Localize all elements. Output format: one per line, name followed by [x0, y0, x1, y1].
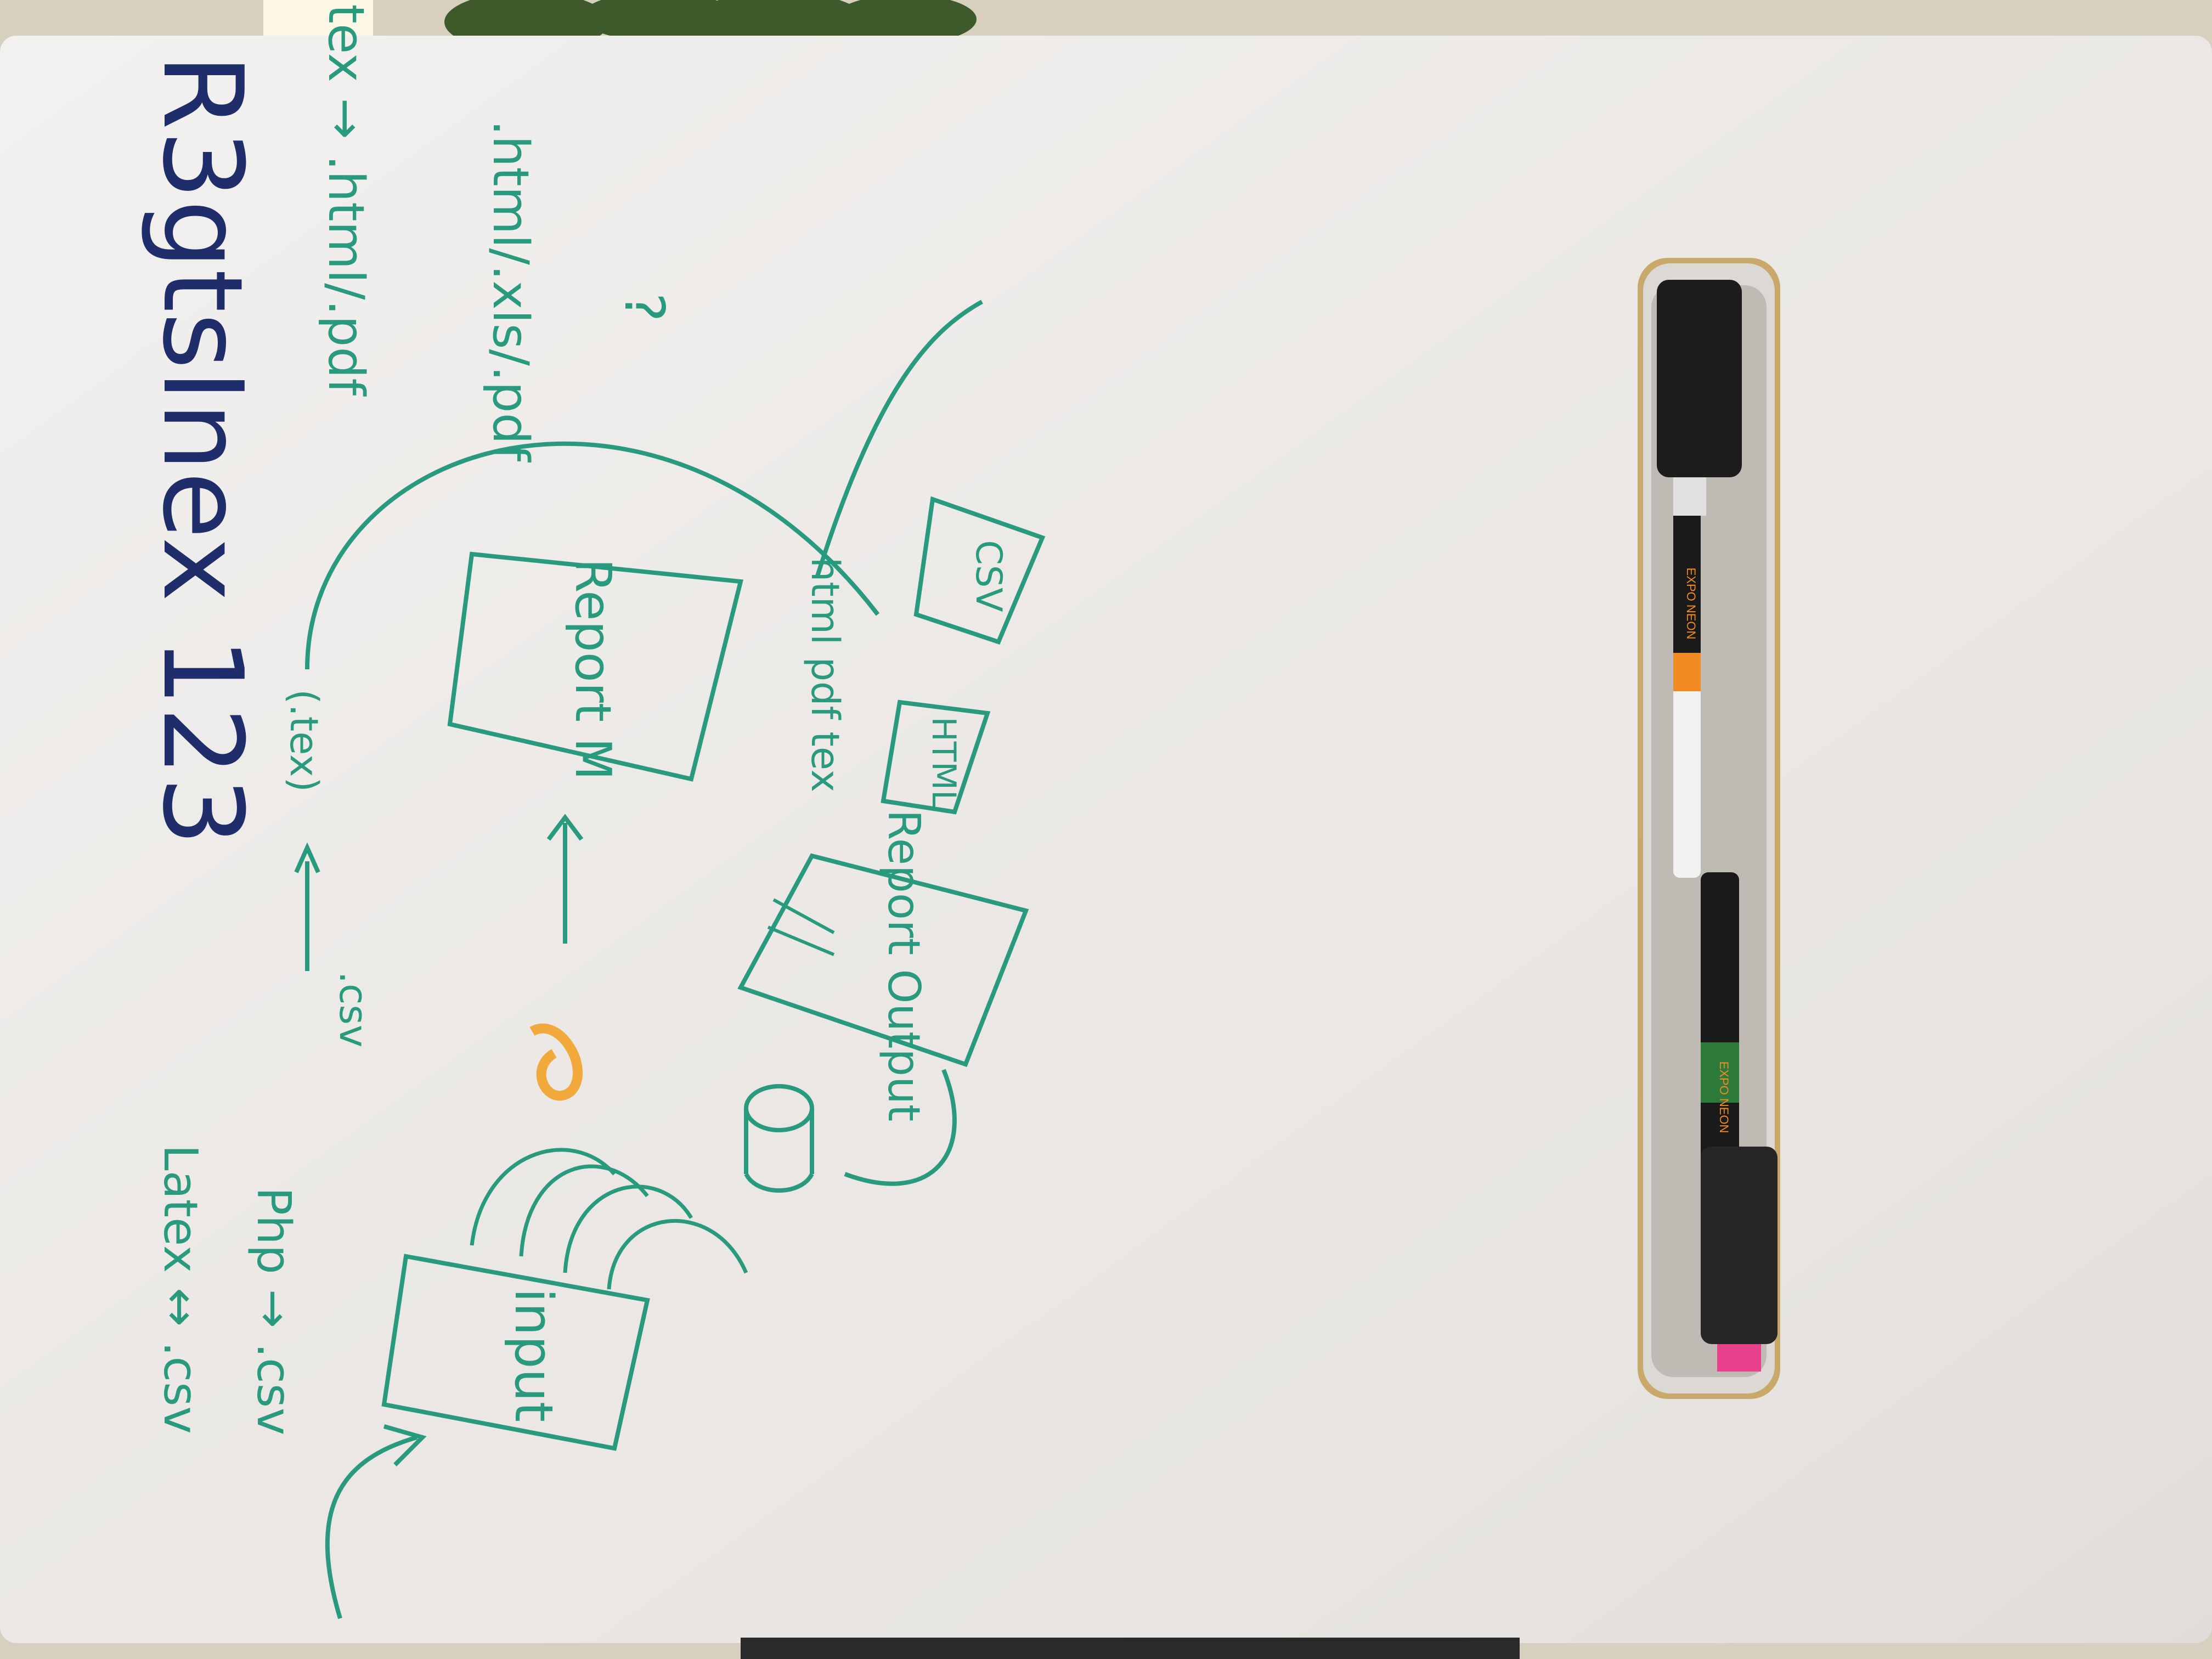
curve-arrow-up: [815, 300, 983, 577]
report-output-sheet: Report Output: [737, 810, 1029, 1122]
input-box: input: [381, 1254, 650, 1451]
label-html-pdf-list: html pdf tex: [803, 557, 848, 792]
marker-white-icon[interactable]: EXPO NEON: [1673, 516, 1701, 878]
label-csv-box: CSV: [968, 540, 1009, 612]
label-input: input: [503, 1288, 563, 1422]
label-csv-small: .csv: [331, 972, 376, 1048]
arrow-head: [546, 814, 584, 841]
label-question: ?: [612, 292, 676, 321]
eraser-icon[interactable]: [1701, 1147, 1778, 1372]
marker-brand-label: EXPO NEON: [1717, 1062, 1731, 1133]
csv-box: CSV: [913, 496, 1046, 645]
marker-black-icon[interactable]: EXPO NEON: [1701, 872, 1739, 1201]
label-html-box: HTML: [924, 717, 963, 809]
orange-scribble: [529, 1023, 583, 1101]
curve-arrow-tex: [305, 441, 880, 670]
marker-brand-label: EXPO NEON: [1684, 568, 1698, 640]
arrow-head: [294, 842, 320, 873]
whiteboard-title: R3gtsInex 123: [138, 54, 266, 847]
report-m-box: Report M: [447, 551, 744, 782]
arrow-head: [383, 1424, 427, 1466]
label-tex: (.tex): [281, 689, 326, 792]
label-report-m: Report M: [564, 558, 622, 781]
label-tex-html-pdf: .tex → .html/.pdf: [317, 0, 375, 397]
plant-leaves: [444, 0, 977, 52]
label-html-xls-pdf: .html/.xls/.pdf: [482, 120, 539, 463]
data-flow-arcs: [470, 1148, 748, 1290]
database-icon: [744, 1084, 814, 1193]
board-bottom-edge: [741, 1638, 1520, 1659]
curve-arrow-db: [844, 1069, 957, 1186]
html-box: HTML: [881, 699, 991, 815]
label-php-csv: Php → .csv: [246, 1187, 301, 1436]
label-report-output: Report Output: [878, 810, 929, 1122]
marker-black-icon[interactable]: [1657, 280, 1742, 516]
label-latex-csv: Latex ↔ .csv: [153, 1144, 207, 1434]
arrow-into-input: [325, 1435, 418, 1620]
